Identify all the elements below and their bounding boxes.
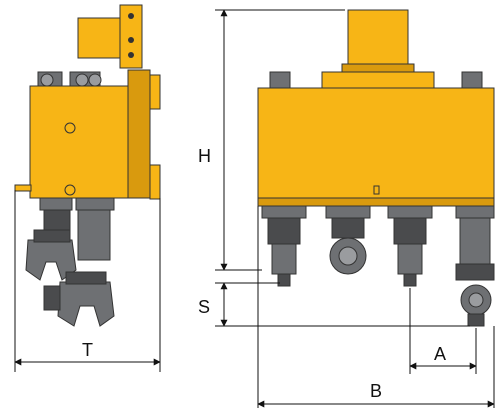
dimension-label-a: A: [434, 344, 446, 364]
front-main-housing: [257, 87, 495, 199]
dimension-lines: [14, 9, 495, 408]
front-drive-unit-2: [325, 205, 371, 275]
dimension-label-h: H: [198, 146, 211, 166]
front-drive-unit-1: [261, 205, 307, 287]
front-top-motor: [347, 9, 409, 65]
dimension-label-t: T: [82, 340, 93, 360]
front-view: [257, 9, 495, 327]
side-top-plate: [119, 4, 143, 69]
front-drive-unit-4: [455, 205, 495, 327]
side-main-housing: [29, 85, 129, 199]
side-view: [14, 4, 161, 327]
side-top-bracket: [77, 17, 125, 59]
dimension-label-s: S: [198, 297, 210, 317]
front-drive-unit-3: [387, 205, 433, 287]
dimension-label-b: B: [370, 381, 382, 401]
side-clamp-lower: [57, 281, 115, 327]
side-clamp-upper: [25, 239, 77, 281]
